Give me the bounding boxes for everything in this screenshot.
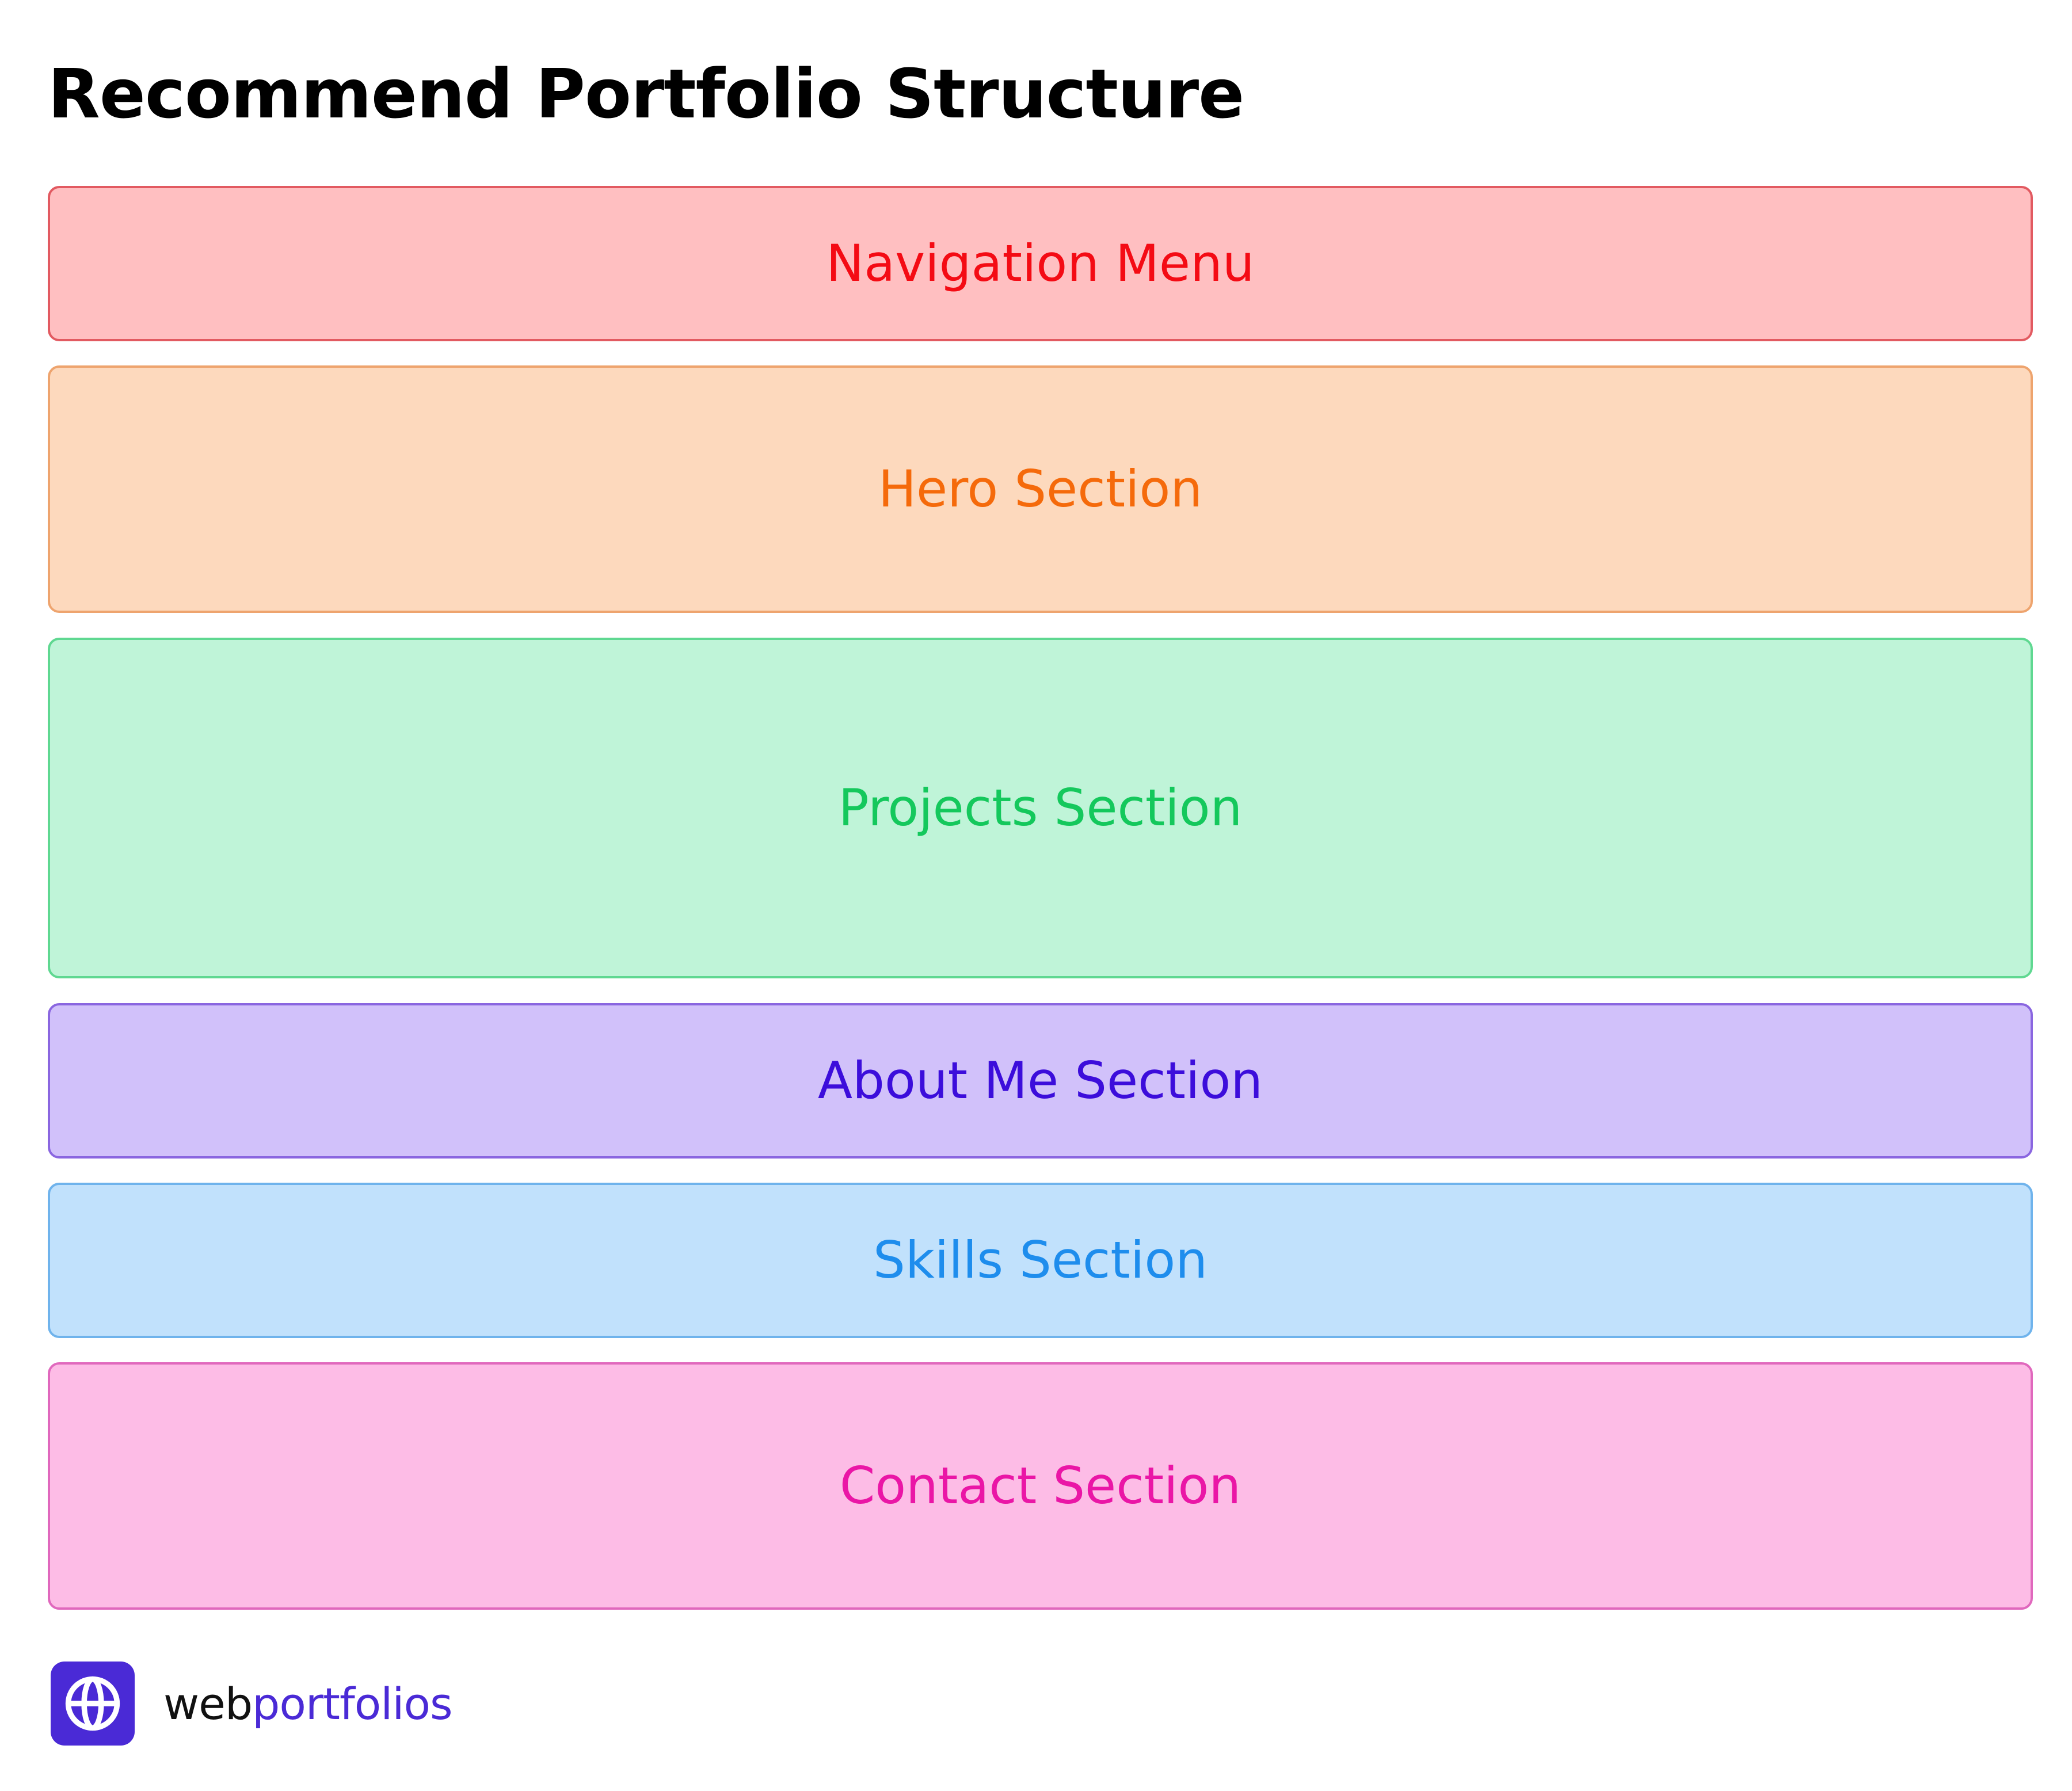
about-me-section-block: About Me Section — [48, 1003, 2033, 1159]
skills-section-block: Skills Section — [48, 1183, 2033, 1338]
brand-name-part1: web — [163, 1678, 253, 1729]
section-label: About Me Section — [817, 1051, 1263, 1110]
section-label: Skills Section — [873, 1230, 1208, 1290]
section-label: Contact Section — [839, 1456, 1241, 1515]
navigation-menu-block: Navigation Menu — [48, 186, 2033, 341]
brand-name-part2: portfolios — [252, 1678, 452, 1729]
section-label: Navigation Menu — [826, 234, 1255, 293]
brand-name: webportfolios — [163, 1678, 453, 1729]
hero-section-block: Hero Section — [48, 365, 2033, 613]
section-label: Hero Section — [878, 459, 1203, 519]
globe-icon — [51, 1662, 135, 1746]
globe-icon-graphic — [65, 1676, 120, 1731]
brand-footer: webportfolios — [51, 1662, 453, 1746]
projects-section-block: Projects Section — [48, 638, 2033, 978]
page-title: Recommend Portfolio Structure — [48, 54, 1244, 134]
contact-section-block: Contact Section — [48, 1362, 2033, 1610]
section-label: Projects Section — [838, 778, 1243, 837]
